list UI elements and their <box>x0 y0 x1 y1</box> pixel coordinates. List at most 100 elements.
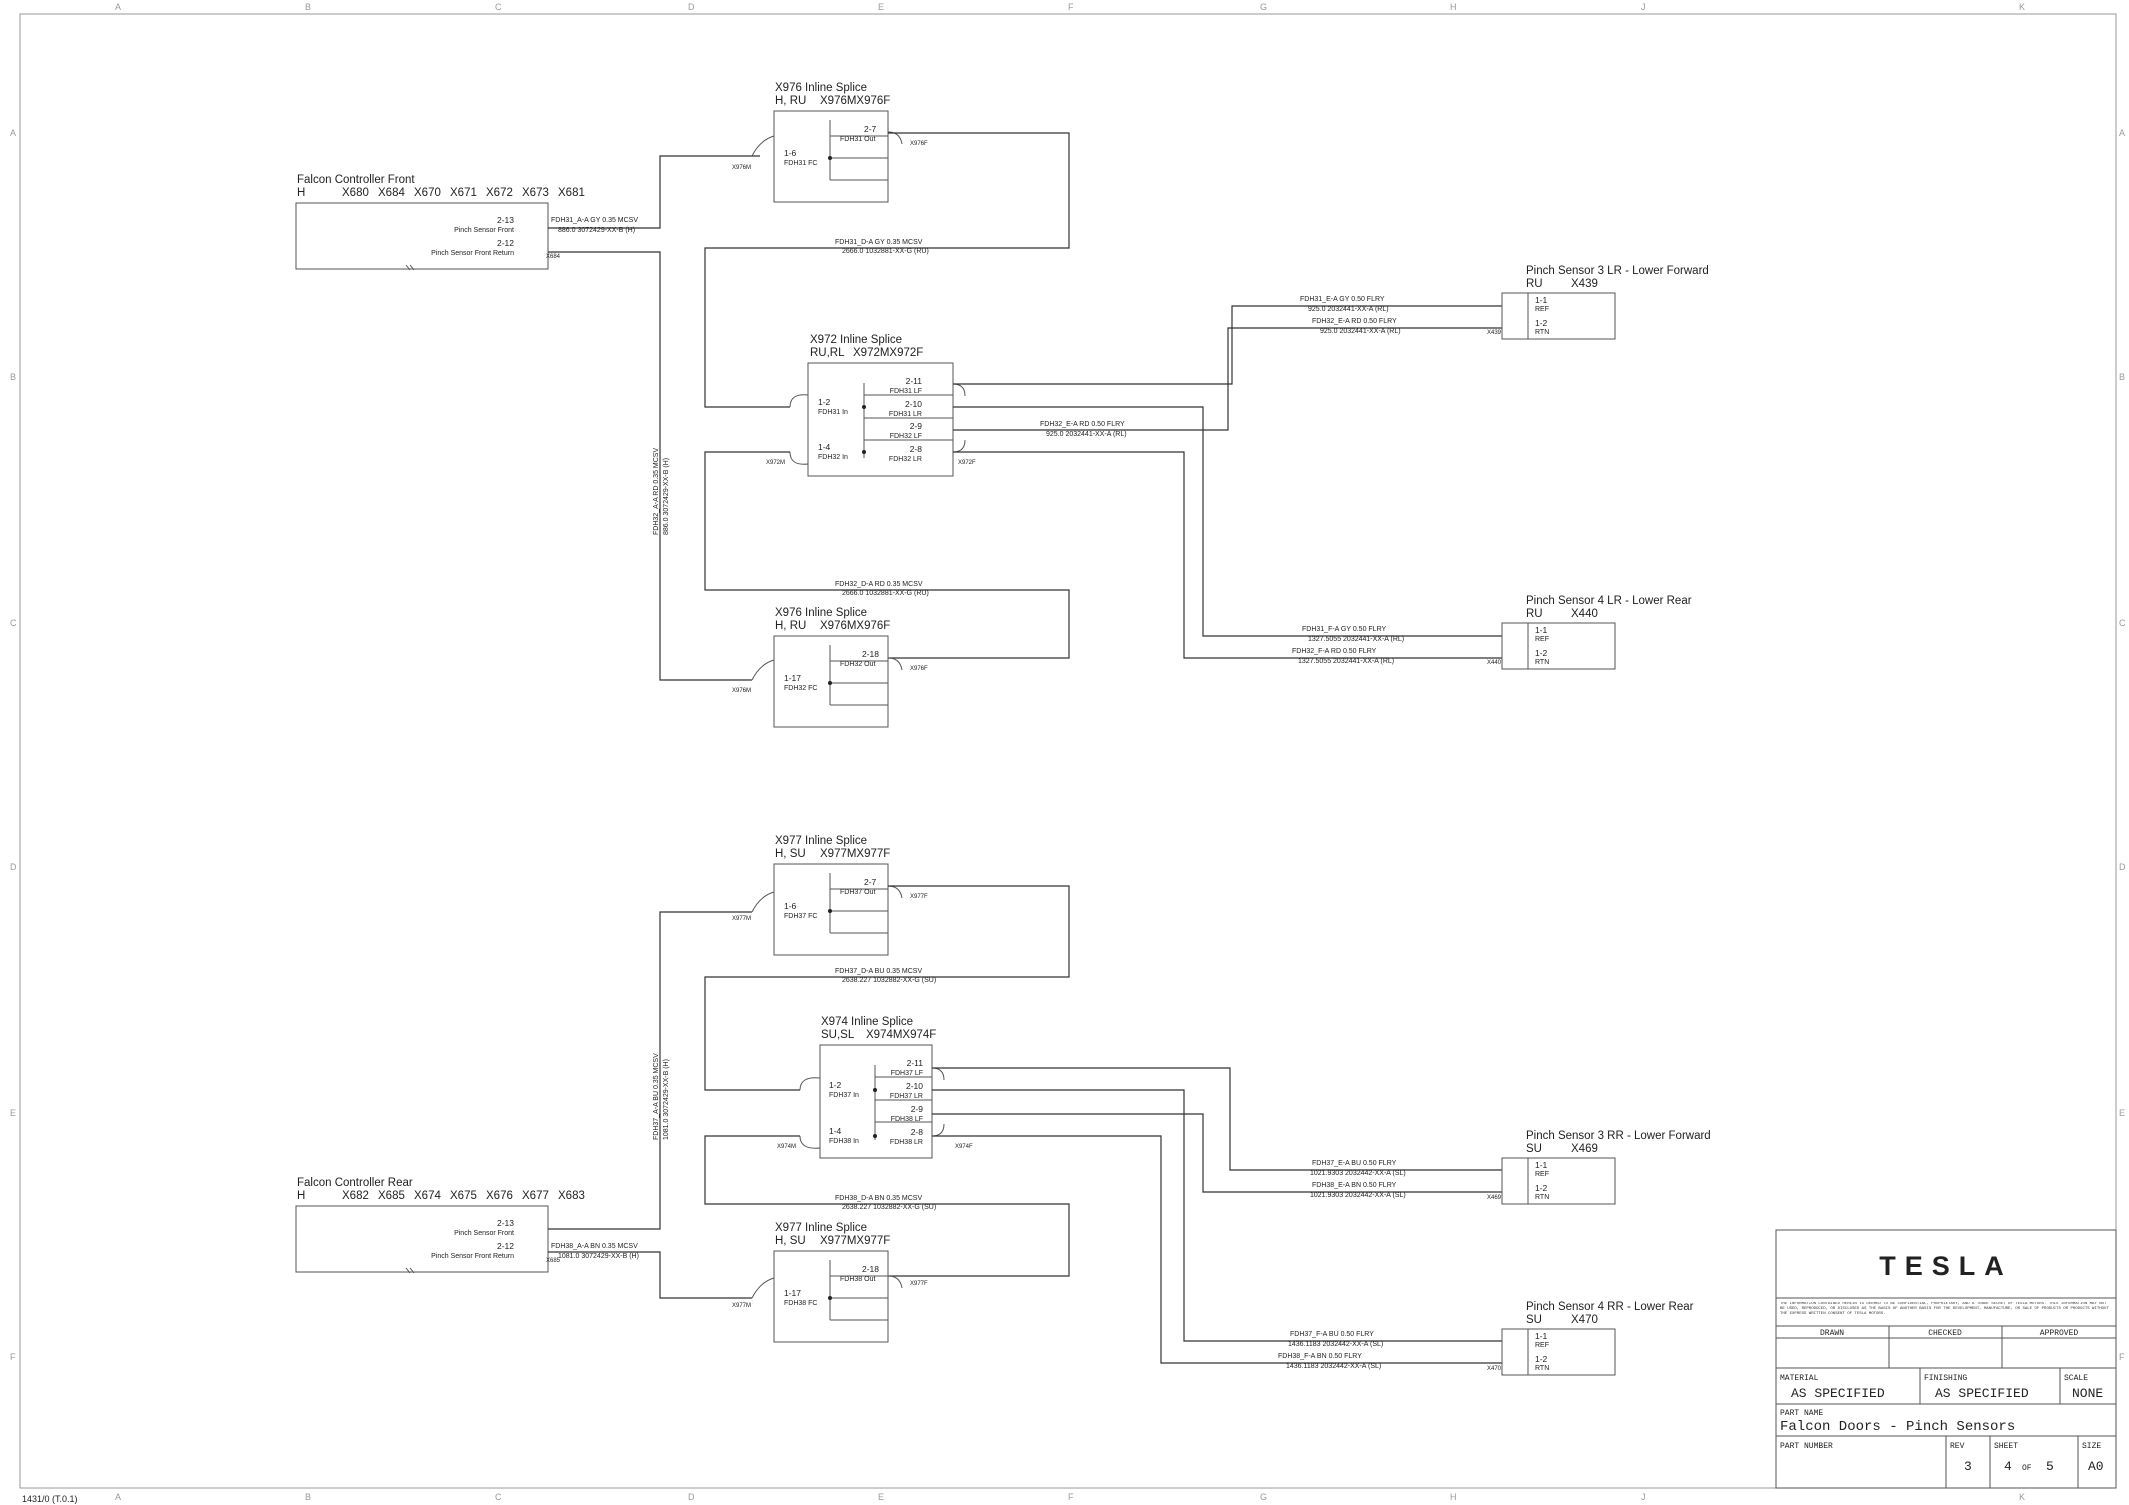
splice-x977-rear-bottom: X977 Inline Splice H, SU X977MX977F 1-17… <box>732 1222 928 1343</box>
pin-number: 1-6 <box>784 901 797 911</box>
grid-row-left: E <box>10 1108 16 1118</box>
pin-name: Pinch Sensor Front Return <box>431 250 514 257</box>
sensor-title: Pinch Sensor 3 LR - Lower Forward <box>1526 265 1709 277</box>
sheet-total: 5 <box>2046 1459 2054 1474</box>
controller-front: Falcon Controller Front H X680 X684 X670… <box>295 174 585 271</box>
splice-sub: SU,SL <box>821 1029 855 1041</box>
rev-value: 3 <box>1964 1459 1972 1474</box>
pin-name: FDH37 FC <box>784 913 817 920</box>
connector-label: X673 <box>522 187 549 199</box>
wire-label: FDH32_D-A RD 0.35 MCSV <box>835 581 923 588</box>
grid-row-left: B <box>10 372 16 382</box>
wire <box>704 451 1070 659</box>
title-block: TESLA THE INFORMATION CONTAINED HEREIN I… <box>1775 1229 2117 1489</box>
connector-tag: X977M <box>732 1303 751 1309</box>
pin-number: 2-11 <box>906 376 923 386</box>
pin-name: FDH37 LF <box>891 1070 923 1077</box>
pin-number: 2-11 <box>907 1058 924 1068</box>
pin-number: 2-18 <box>862 1264 879 1274</box>
controller-title: Falcon Controller Front <box>297 174 415 186</box>
wire <box>953 406 1502 637</box>
connector-tag: X974M <box>777 1144 796 1150</box>
grid-col-bottom: H <box>1450 1492 1457 1502</box>
break-symbol <box>405 264 415 271</box>
pin-name: FDH32 LF <box>890 433 922 440</box>
sensor-box <box>1501 1157 1616 1205</box>
sensor-box <box>1501 622 1616 670</box>
grid-col-top: B <box>305 2 311 12</box>
connector-label: X670 <box>414 187 441 199</box>
size-value: A0 <box>2088 1459 2104 1474</box>
sensor-box <box>1501 1328 1616 1376</box>
wire-label: 925.0 2032441-XX-A (RL) <box>1046 431 1127 438</box>
connector-label: X677 <box>522 1190 549 1202</box>
rev-label: REV <box>1950 1442 1965 1451</box>
sensor-4-rr: Pinch Sensor 4 RR - Lower Rear SU X470 1… <box>1487 1301 1694 1376</box>
pin-name: FDH32 FC <box>784 685 817 692</box>
splice-box <box>773 635 889 728</box>
approved-label: APPROVED <box>2040 1329 2079 1338</box>
pin-number: 1-2 <box>1535 1183 1548 1193</box>
grid-row-right: C <box>2119 618 2126 628</box>
pin-name: FDH32 LR <box>889 456 922 463</box>
connector-tag: X470 <box>1487 1366 1502 1372</box>
sensor-conn: X439 <box>1571 278 1598 290</box>
grid-col-top: G <box>1260 2 1267 12</box>
wire <box>932 1067 1502 1171</box>
sensor-conn: X469 <box>1571 1143 1598 1155</box>
pin-number: 2-18 <box>862 649 879 659</box>
wire <box>704 132 1070 408</box>
wire-label: FDH31_D-A GY 0.35 MCSV <box>835 239 923 246</box>
sensor-title: Pinch Sensor 3 RR - Lower Forward <box>1526 1130 1711 1142</box>
grid-col-top: J <box>1641 2 1646 12</box>
splice-code: X976MX976F <box>820 95 890 107</box>
splice-x976-front-top: X976 Inline Splice H, RU X976MX976F 1-6 … <box>732 82 928 203</box>
grid-col-top: H <box>1450 2 1457 12</box>
pin-name: FDH31 In <box>818 409 848 416</box>
grid-col-bottom: A <box>115 1492 121 1502</box>
splice-box <box>819 1044 933 1159</box>
splice-sub: H, RU <box>775 95 806 107</box>
pin-number: 1-2 <box>1535 318 1548 328</box>
controller-subtitle: H <box>297 187 305 199</box>
controller-subtitle: H <box>297 1190 305 1202</box>
connector-tag: X977F <box>910 1281 928 1287</box>
sensor-sub: SU <box>1526 1143 1542 1155</box>
grid-col-top: C <box>495 2 502 12</box>
wire-label: 2666.0 1032881-XX-G (RU) <box>842 248 929 255</box>
pin-name: REF <box>1535 1171 1549 1178</box>
scale-label: SCALE <box>2064 1374 2088 1383</box>
wire-label-vertical: FDH37_A-A BU 0.35 MCSV <box>653 1053 660 1140</box>
size-label: SIZE <box>2082 1442 2101 1451</box>
pin-number: 2-8 <box>910 444 923 454</box>
splice-code: X972MX972F <box>853 347 923 359</box>
material-value: AS SPECIFIED <box>1791 1386 1885 1401</box>
wire-label: FDH31_A-A GY 0.35 MCSV <box>551 217 638 224</box>
sheet-label: SHEET <box>1994 1442 2018 1451</box>
wire <box>953 451 1502 659</box>
pin-name: FDH31 FC <box>784 160 817 167</box>
splice-box <box>773 863 889 956</box>
pin-number: 1-2 <box>829 1080 842 1090</box>
connector-label: X672 <box>486 187 513 199</box>
grid-row-left: D <box>10 862 17 872</box>
wire-label: FDH38_A-A BN 0.35 MCSV <box>551 1243 638 1250</box>
pin-number: 2-9 <box>911 1104 924 1114</box>
splice-sub: H, SU <box>775 1235 806 1247</box>
sensor-3-rr: Pinch Sensor 3 RR - Lower Forward SU X46… <box>1487 1130 1711 1205</box>
connector-label: X671 <box>450 187 477 199</box>
part-name-value: Falcon Doors - Pinch Sensors <box>1780 1419 2015 1435</box>
wire-label: 1327.5055 2032441-XX-A (RL) <box>1298 658 1394 665</box>
grid-col-bottom: K <box>2019 1492 2025 1502</box>
finishing-label: FINISHING <box>1924 1374 1967 1383</box>
pin-name: FDH32 Out <box>840 661 875 668</box>
sensor-sub: RU <box>1526 608 1543 620</box>
splice-sub: H, SU <box>775 848 806 860</box>
splice-code: X977MX977F <box>820 848 890 860</box>
material-label: MATERIAL <box>1780 1374 1819 1383</box>
splice-code: X977MX977F <box>820 1235 890 1247</box>
sensor-sub: SU <box>1526 1314 1542 1326</box>
connector-tag: X976F <box>910 666 928 672</box>
pin-name: FDH32 In <box>818 454 848 461</box>
